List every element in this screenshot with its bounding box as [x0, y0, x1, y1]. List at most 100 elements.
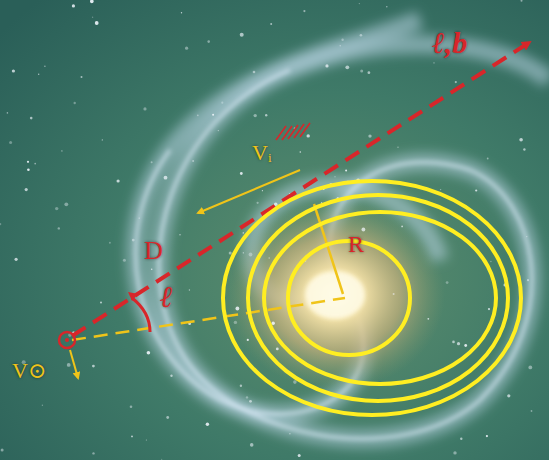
star-dot: [528, 366, 532, 370]
star-dot: [254, 114, 257, 117]
star-dot: [452, 341, 455, 344]
star-dot: [132, 239, 135, 242]
star-dot: [487, 158, 489, 160]
star-dot: [207, 40, 210, 43]
star-dot: [117, 179, 120, 182]
star-dot: [92, 452, 94, 454]
star-dot: [229, 252, 232, 255]
star-dot: [521, 0, 523, 2]
star-dot: [340, 45, 341, 46]
star-dot: [218, 130, 219, 131]
star-dot: [161, 459, 162, 460]
star-dot: [453, 451, 456, 454]
star-dot: [397, 147, 398, 148]
star-dot: [109, 242, 111, 244]
star-dot: [61, 150, 62, 151]
star-dot: [334, 176, 335, 177]
star-dot: [265, 114, 267, 116]
star-dot: [240, 172, 243, 175]
star-dot: [234, 321, 237, 324]
star-dot: [146, 439, 147, 440]
star-dot: [58, 227, 60, 229]
star-dot: [488, 308, 490, 310]
velocity-label: Vᵢ: [252, 142, 272, 164]
star-dot: [55, 207, 58, 210]
star-dot: [359, 3, 360, 4]
star-dot: [170, 375, 172, 377]
star-dot: [143, 107, 146, 110]
star-dot: [250, 443, 254, 447]
star-dot: [139, 217, 140, 218]
star-dot: [92, 17, 93, 18]
star-dot: [38, 74, 39, 75]
star-dot: [240, 385, 242, 387]
star-dot: [490, 261, 491, 262]
star-dot: [0, 223, 1, 225]
star-dot: [240, 33, 244, 37]
star-dot: [345, 65, 349, 69]
star-dot: [247, 339, 249, 341]
star-dot: [15, 258, 18, 261]
star-dot: [27, 161, 29, 163]
star-dot: [298, 454, 301, 457]
star-dot: [212, 114, 214, 116]
star-dot: [1, 449, 4, 452]
star-dot: [7, 112, 9, 114]
star-dot: [74, 102, 76, 104]
star-dot: [507, 394, 510, 397]
star-dot: [270, 23, 272, 25]
star-dot: [164, 176, 168, 180]
star-dot: [34, 163, 36, 165]
star-dot: [9, 141, 12, 144]
star-dot: [30, 117, 33, 120]
star-dot: [360, 69, 363, 72]
star-dot: [345, 170, 347, 172]
star-dot: [243, 252, 244, 253]
star-dot: [386, 6, 388, 8]
star-dot: [25, 188, 28, 191]
star-dot: [92, 365, 95, 368]
star-dot: [166, 416, 169, 419]
star-dot: [531, 410, 533, 412]
star-dot: [519, 138, 523, 142]
star-dot: [64, 202, 68, 206]
star-dot: [253, 71, 256, 74]
distance-label: D: [144, 238, 163, 264]
star-dot: [249, 400, 252, 403]
star-dot: [81, 76, 83, 78]
star-dot: [321, 303, 324, 306]
star-dot: [464, 344, 467, 347]
sun-velocity-label: V⊙: [12, 360, 46, 382]
star-dot: [130, 405, 133, 408]
star-dot: [368, 71, 371, 74]
star-dot: [181, 12, 182, 13]
star-dot: [151, 161, 153, 163]
star-dot: [246, 396, 248, 398]
star-dot: [300, 151, 302, 153]
star-dot: [249, 253, 253, 257]
star-dot: [457, 342, 460, 345]
star-dot: [179, 234, 180, 235]
star-dot: [401, 226, 403, 228]
star-dot: [189, 289, 190, 290]
coordinate-label: ℓ,b: [432, 28, 467, 58]
star-dot: [523, 148, 525, 150]
star-dot: [427, 318, 429, 320]
star-dot: [67, 363, 71, 367]
star-dot: [526, 236, 527, 237]
star-dot: [197, 114, 199, 116]
star-dot: [221, 102, 223, 104]
star-dot: [293, 380, 297, 384]
star-dot: [102, 139, 103, 140]
star-dot: [131, 436, 133, 438]
star-dot: [206, 423, 209, 426]
star-dot: [455, 81, 457, 83]
star-dot: [262, 190, 263, 191]
star-dot: [151, 269, 153, 271]
star-dot: [440, 189, 441, 190]
star-dot: [475, 189, 477, 191]
star-dot: [12, 69, 15, 72]
star-dot: [360, 34, 363, 37]
star-dot: [486, 435, 488, 437]
